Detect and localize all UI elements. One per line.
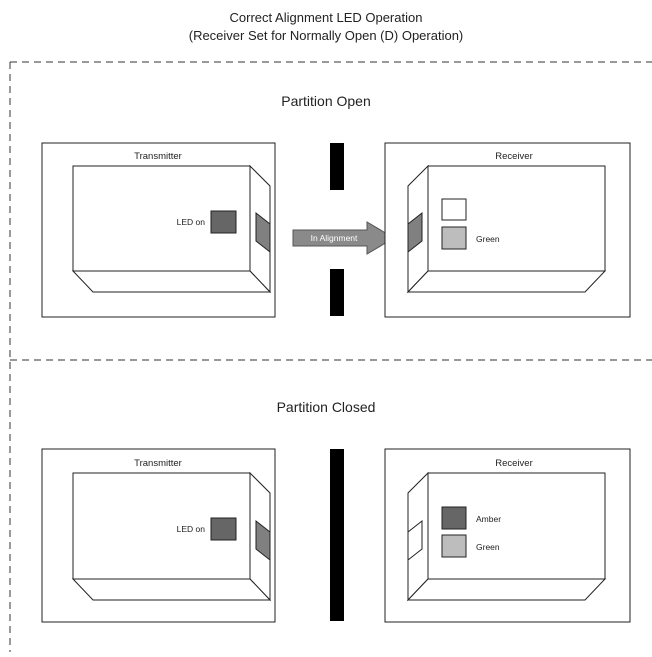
transmitter-open: Transmitter LED on <box>41 142 276 318</box>
partition-solid-bar <box>330 449 344 621</box>
partition-top-bar <box>330 143 344 190</box>
receiver-led-bottom-label: Green <box>476 234 500 244</box>
beam-arrow: In Alignment <box>292 221 395 255</box>
transmitter-box-bottom <box>71 578 272 601</box>
transmitter-led-label: LED on <box>177 524 206 534</box>
receiver-led-bottom-label: Green <box>476 542 500 552</box>
beam-arrow-shape <box>292 221 395 255</box>
transmitter-label: Transmitter <box>134 458 182 469</box>
receiver-led-top-label: Amber <box>476 514 501 524</box>
receiver-led-bottom <box>441 534 467 558</box>
transmitter-closed: Transmitter LED on <box>41 448 276 623</box>
receiver-led-top <box>441 506 467 530</box>
partition-bottom-bar <box>330 269 344 316</box>
receiver-led-top <box>441 198 467 221</box>
receiver-lens <box>407 519 423 562</box>
receiver-label: Receiver <box>495 151 533 162</box>
receiver-lens <box>407 211 423 254</box>
receiver-closed: Receiver Amber Green <box>384 448 631 623</box>
receiver-label: Receiver <box>495 458 533 469</box>
transmitter-lens <box>255 211 271 254</box>
receiver-box-bottom <box>406 578 607 601</box>
beam-label: In Alignment <box>311 233 358 243</box>
transmitter-box-bottom <box>71 270 272 293</box>
section-heading-closed: Partition Closed <box>277 399 376 415</box>
diagram-title-line-1: Correct Alignment LED Operation <box>230 10 423 25</box>
receiver-box-bottom <box>406 270 607 293</box>
section-heading-open: Partition Open <box>281 93 371 109</box>
receiver-open: Receiver Green <box>384 142 631 318</box>
dashed-frame <box>9 61 652 652</box>
receiver-led-bottom <box>441 226 467 250</box>
section-partition-closed: Partition Closed Transmitter LED on Rece… <box>41 399 631 623</box>
transmitter-led <box>210 517 237 541</box>
transmitter-led-label: LED on <box>177 217 206 227</box>
diagram-title-line-2: (Receiver Set for Normally Open (D) Oper… <box>189 28 464 43</box>
section-partition-open: Partition Open Transmitter LED on In Ali… <box>41 93 631 318</box>
transmitter-led <box>210 210 237 234</box>
transmitter-label: Transmitter <box>134 151 182 162</box>
transmitter-lens <box>255 519 271 562</box>
